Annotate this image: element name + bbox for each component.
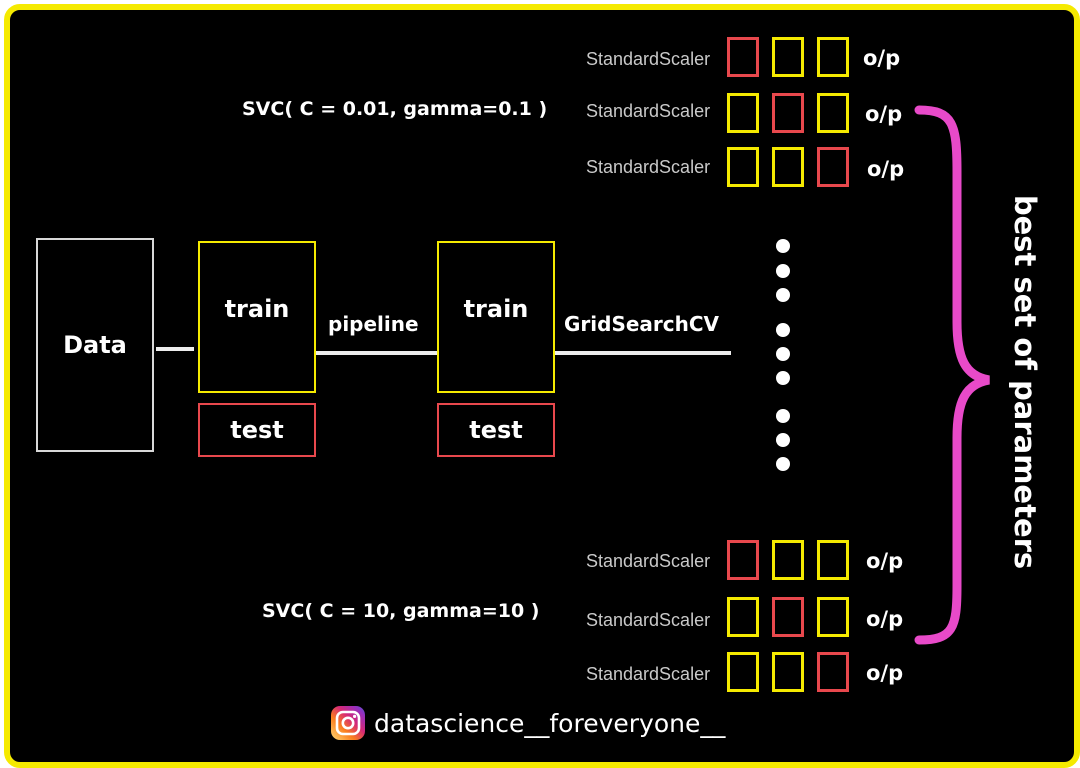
dot bbox=[776, 264, 790, 278]
output-label: o/p bbox=[867, 157, 905, 181]
connector-pipeline bbox=[316, 351, 438, 355]
bottom-params-label: SVC( C = 10, gamma=10 ) bbox=[262, 600, 540, 622]
fold-square bbox=[772, 652, 804, 692]
test-box-1: test bbox=[198, 403, 316, 457]
connector-gridsearch bbox=[555, 351, 731, 355]
fold-square bbox=[772, 93, 804, 133]
fold-square bbox=[727, 540, 759, 580]
row-label: StandardScaler bbox=[586, 101, 711, 121]
fold-square bbox=[817, 540, 849, 580]
test-label-2: test bbox=[469, 416, 523, 444]
dot bbox=[776, 457, 790, 471]
top-params-label: SVC( C = 0.01, gamma=0.1 ) bbox=[242, 98, 548, 120]
row-label: StandardScaler bbox=[586, 49, 711, 69]
fold-square bbox=[727, 37, 759, 77]
fold-square bbox=[772, 147, 804, 187]
train-box-2: train bbox=[437, 241, 555, 393]
footer-handle: datascience__foreveryone__ bbox=[374, 708, 726, 738]
dot bbox=[776, 323, 790, 337]
row-label: StandardScaler bbox=[586, 664, 711, 684]
best-params-label: best set of parameters bbox=[1008, 194, 1042, 570]
fold-square bbox=[727, 652, 759, 692]
fold-square bbox=[817, 597, 849, 637]
fold-square bbox=[817, 93, 849, 133]
fold-square bbox=[727, 597, 759, 637]
gridsearch-label: GridSearchCV bbox=[564, 312, 720, 336]
dot bbox=[776, 409, 790, 423]
data-box: Data bbox=[36, 238, 154, 452]
fold-square bbox=[727, 93, 759, 133]
connector-data-train bbox=[156, 347, 194, 351]
test-label-1: test bbox=[230, 416, 284, 444]
train-label-1: train bbox=[224, 295, 290, 323]
fold-square bbox=[772, 540, 804, 580]
fold-square bbox=[727, 147, 759, 187]
fold-square bbox=[772, 597, 804, 637]
output-label: o/p bbox=[863, 46, 901, 70]
dot bbox=[776, 371, 790, 385]
row-label: StandardScaler bbox=[586, 610, 711, 630]
data-label: Data bbox=[63, 331, 127, 359]
dot bbox=[776, 347, 790, 361]
output-label: o/p bbox=[866, 607, 904, 631]
test-box-2: test bbox=[437, 403, 555, 457]
output-label: o/p bbox=[865, 102, 903, 126]
train-box-1: train bbox=[198, 241, 316, 393]
row-label: StandardScaler bbox=[586, 551, 711, 571]
pipeline-label: pipeline bbox=[328, 312, 419, 336]
diagram-frame bbox=[4, 4, 1080, 768]
curly-brace-icon bbox=[914, 105, 991, 645]
dot bbox=[776, 239, 790, 253]
dot bbox=[776, 288, 790, 302]
instagram-icon bbox=[331, 706, 365, 740]
fold-square bbox=[817, 37, 849, 77]
output-label: o/p bbox=[866, 661, 904, 685]
fold-square bbox=[772, 37, 804, 77]
footer: datascience__foreveryone__ bbox=[330, 704, 725, 742]
row-label: StandardScaler bbox=[586, 157, 711, 177]
fold-square bbox=[817, 652, 849, 692]
train-label-2: train bbox=[463, 295, 529, 323]
output-label: o/p bbox=[866, 549, 904, 573]
dot bbox=[776, 433, 790, 447]
fold-square bbox=[817, 147, 849, 187]
